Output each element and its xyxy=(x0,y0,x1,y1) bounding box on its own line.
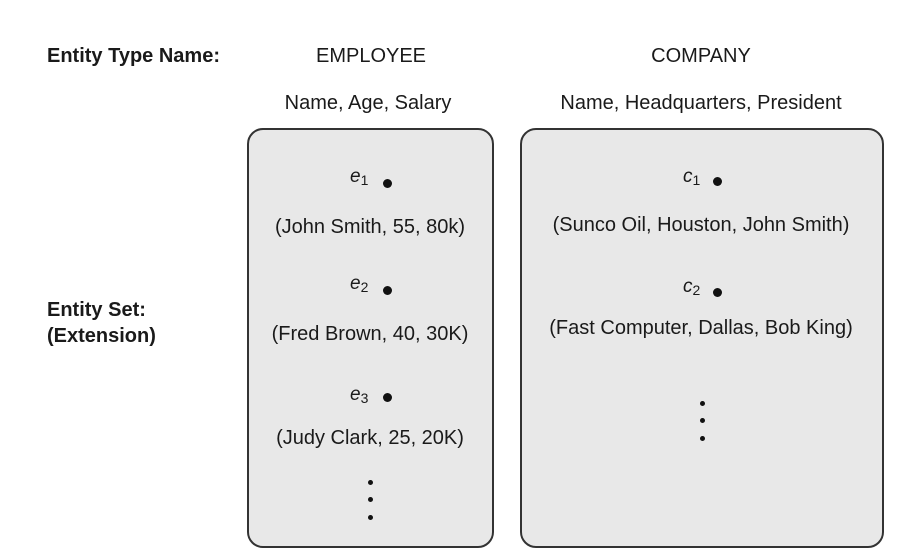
entity-type-name-label: Entity Type Name: xyxy=(47,45,220,67)
entity-c2-dot xyxy=(713,288,722,297)
entity-e2-values: (Fred Brown, 40, 30K) xyxy=(271,323,469,345)
entity-c2-values: (Fast Computer, Dallas, Bob King) xyxy=(549,317,853,339)
company-type-name: COMPANY xyxy=(651,45,751,67)
entity-e3-label: e3 xyxy=(350,384,369,406)
entity-e3-dot xyxy=(383,393,392,402)
entity-c2-label: c2 xyxy=(683,276,701,298)
entity-e1-label: e1 xyxy=(350,166,369,188)
entity-c1-dot xyxy=(713,177,722,186)
employee-attributes: Name, Age, Salary xyxy=(284,92,452,114)
entity-e1-values: (John Smith, 55, 80k) xyxy=(274,216,466,238)
entity-c1-label: c1 xyxy=(683,166,701,188)
entity-e3-values: (Judy Clark, 25, 20K) xyxy=(276,427,464,449)
entity-e2-dot xyxy=(383,286,392,295)
company-attributes: Name, Headquarters, President xyxy=(560,92,842,114)
entity-set-extension-label: (Extension) xyxy=(47,325,156,347)
entity-set-label: Entity Set: xyxy=(47,299,146,321)
employee-entity-set xyxy=(247,128,494,548)
entity-c1-values: (Sunco Oil, Houston, John Smith) xyxy=(552,214,850,236)
employee-type-name: EMPLOYEE xyxy=(315,45,427,67)
company-entity-set xyxy=(520,128,884,548)
entity-e2-label: e2 xyxy=(350,273,369,295)
entity-e1-dot xyxy=(383,179,392,188)
